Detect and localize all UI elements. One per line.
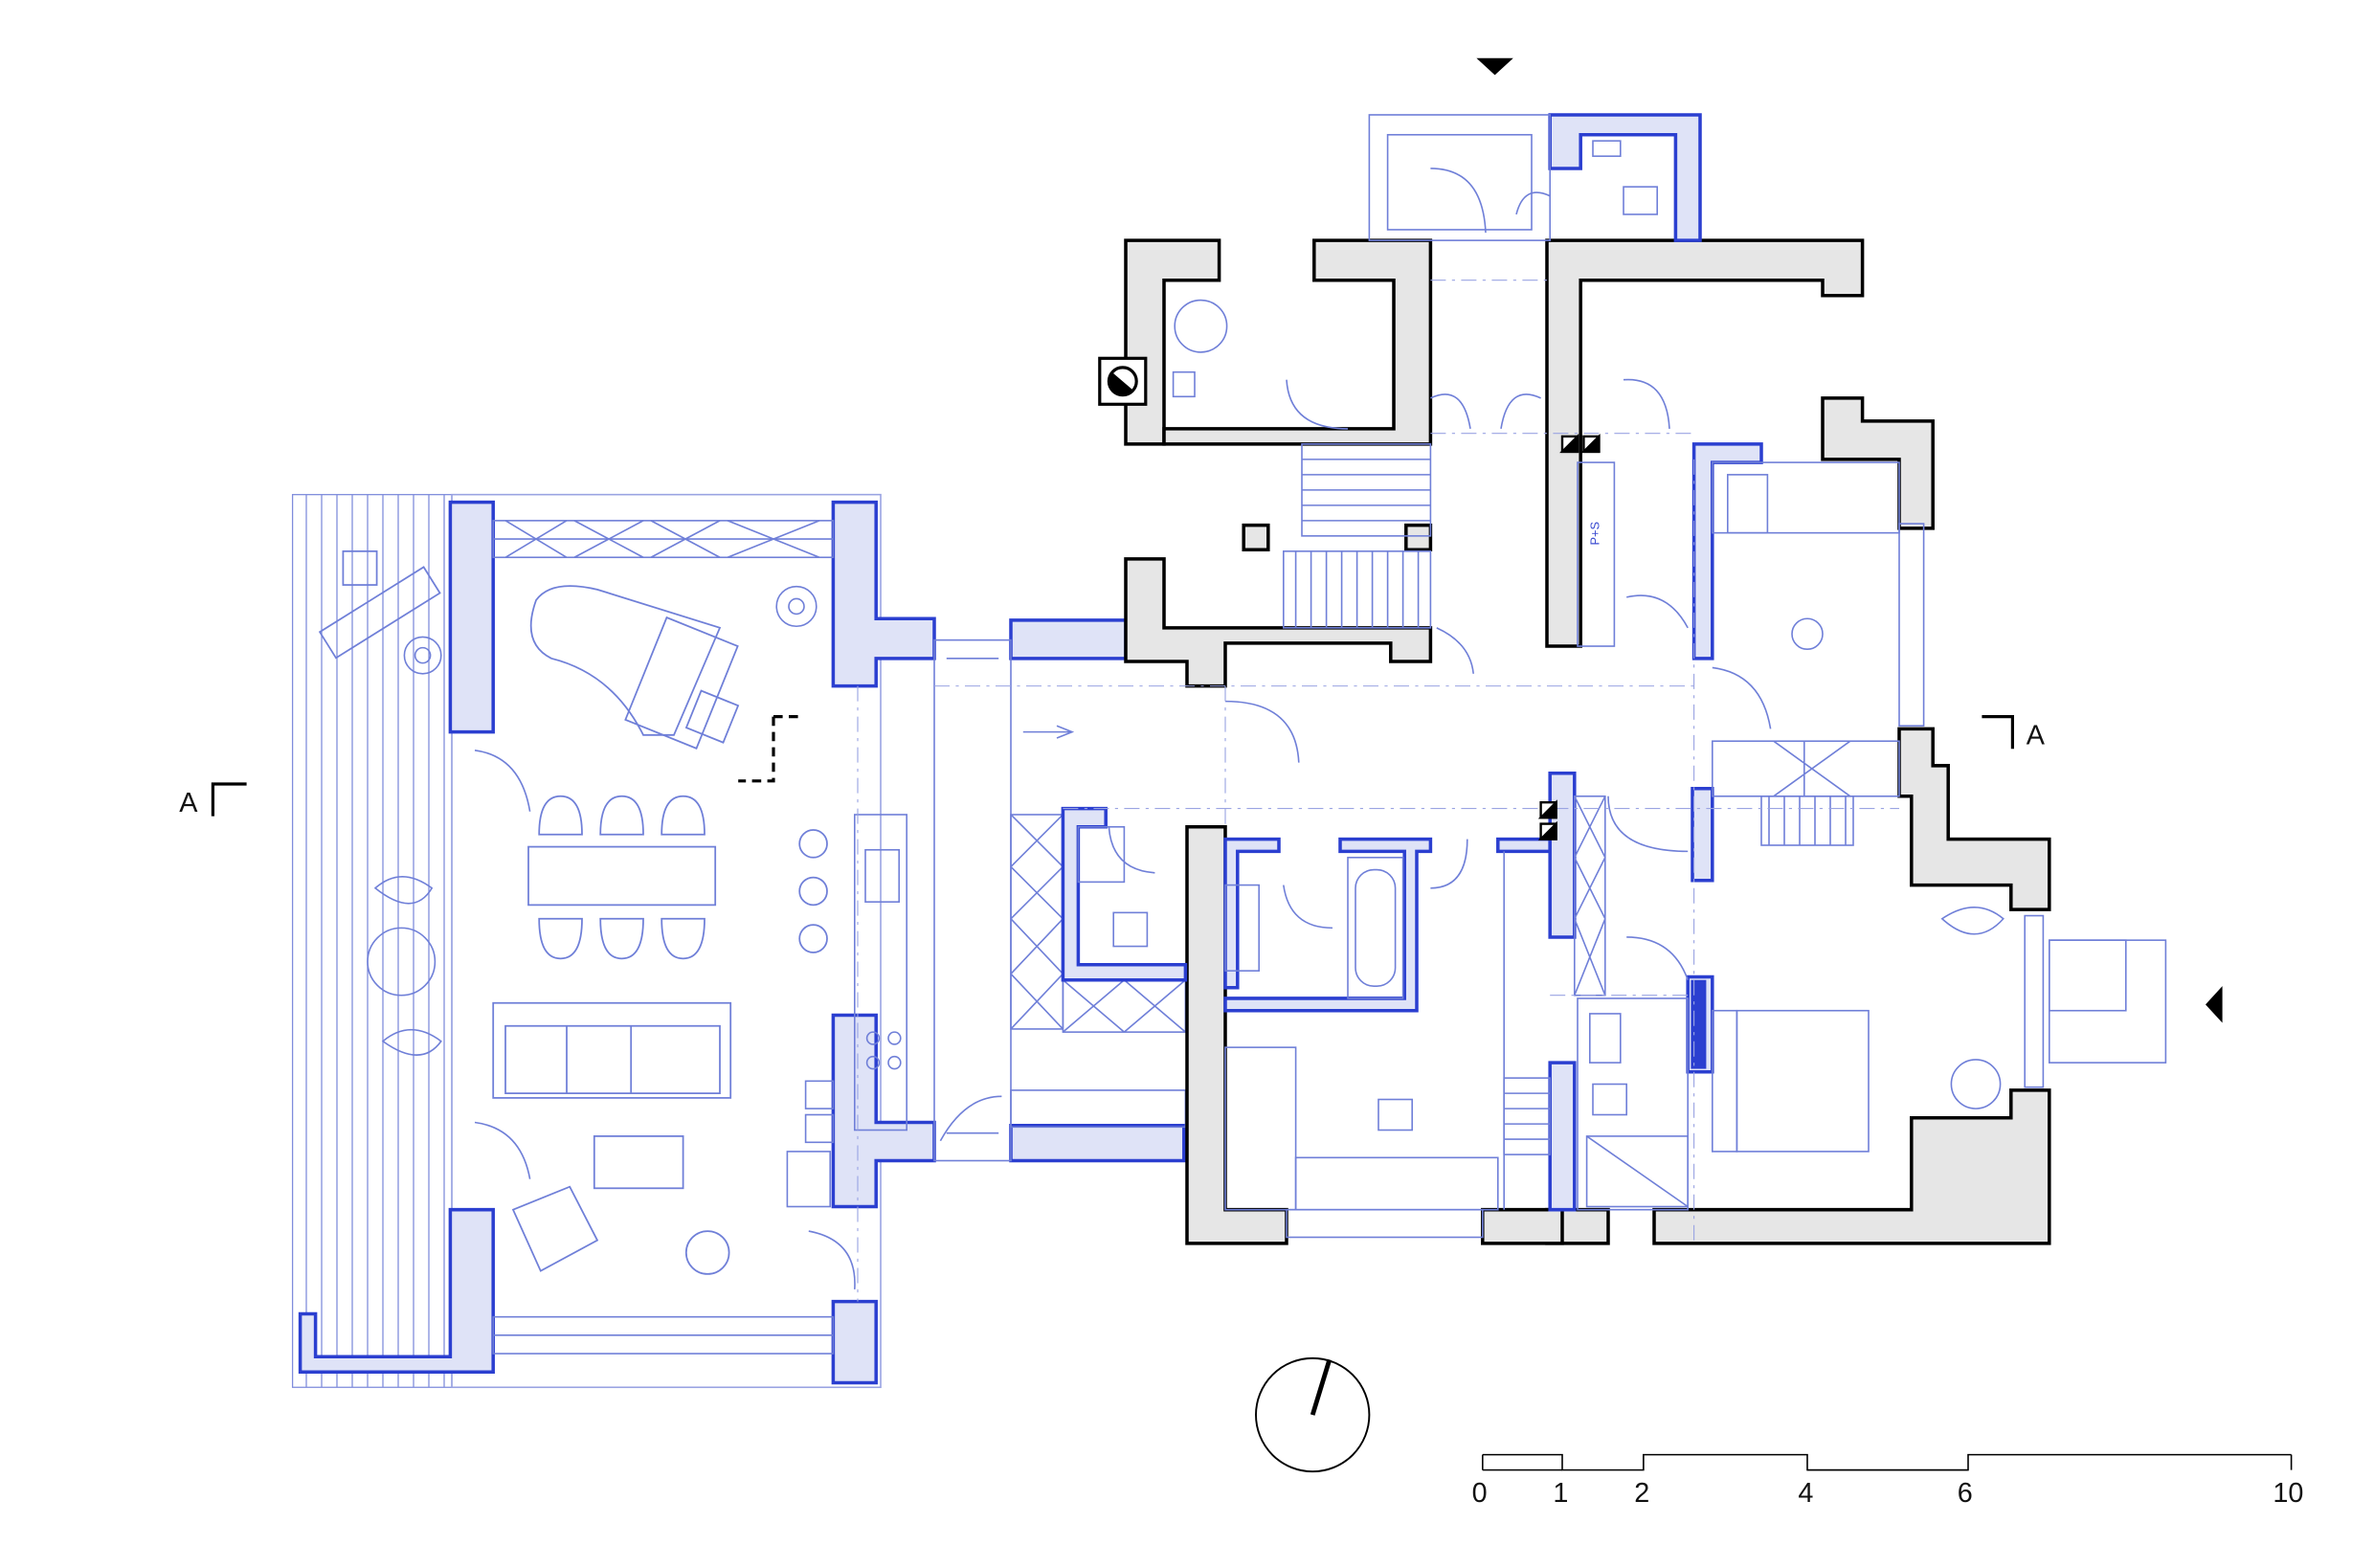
- scale-bar: [1482, 1453, 2293, 1471]
- entrance-arrow-icon: [2206, 986, 2223, 1023]
- kitchen-counter: [786, 814, 907, 1208]
- scale-label-4: 4: [1798, 1478, 1813, 1509]
- section-label-right: A: [2027, 720, 2046, 750]
- entrance-arrow-icon: [1476, 57, 1513, 76]
- scale-label-1: 1: [1553, 1478, 1568, 1509]
- living-extension: [291, 493, 1186, 1389]
- grid-axes: [857, 280, 1899, 1302]
- scale-label-10: 10: [2273, 1478, 2303, 1509]
- north-arrow-icon: [1255, 1356, 1371, 1473]
- new-partitions: [1061, 113, 1763, 1212]
- living-furniture: [492, 1001, 732, 1275]
- house-fixtures: [474, 114, 2167, 1289]
- utility-label: P+S: [1587, 522, 1601, 546]
- plants: [367, 585, 817, 1056]
- new-door-panel: [1691, 979, 1707, 1069]
- dining-table: [527, 795, 828, 960]
- scale-label-0: 0: [1472, 1478, 1488, 1509]
- chimney-icon: [1098, 356, 1148, 406]
- vent-icon: [1537, 433, 1601, 840]
- grand-piano: [529, 585, 740, 750]
- new-walls: [298, 500, 1186, 1385]
- section-marker-icon: [211, 715, 2014, 817]
- link-corridor: [933, 638, 1187, 1162]
- scale-label-6: 6: [1958, 1478, 1973, 1509]
- existing-walls: [1124, 238, 2051, 1245]
- scale-label-2: 2: [1634, 1478, 1649, 1509]
- section-label-left: A: [179, 788, 198, 818]
